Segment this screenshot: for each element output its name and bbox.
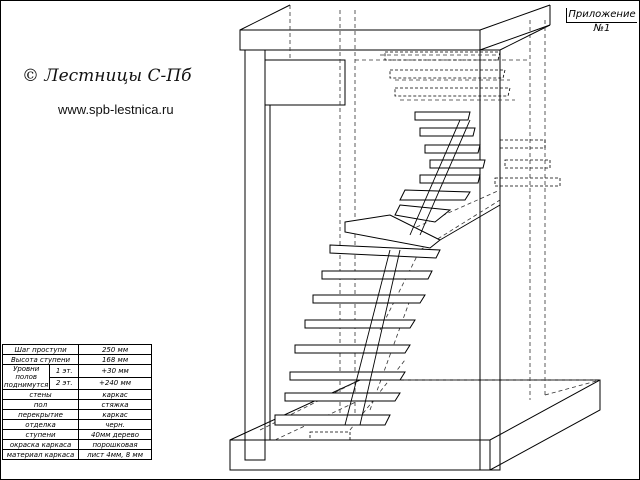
- spec-floor: 1 эт.: [49, 364, 80, 378]
- back-wall-frame: [239, 29, 481, 51]
- spec-label: Высота ступени: [1, 354, 80, 365]
- spec-value: +240 мм: [78, 376, 152, 390]
- spec-row-walls: стены каркас: [1, 389, 152, 400]
- spec-floor: 2 эт.: [49, 376, 80, 390]
- website-url: www.spb-lestnica.ru: [58, 102, 174, 117]
- spec-label: материал каркаса: [1, 449, 80, 460]
- spec-value: каркас: [78, 409, 152, 420]
- tread-9-winder: [344, 214, 441, 249]
- spec-value: каркас: [78, 389, 152, 400]
- spec-label: перекрытие: [1, 409, 80, 420]
- spec-row-steps: ступени 40мм дерево: [1, 429, 152, 440]
- upper-beam: [264, 59, 346, 106]
- tread-2: [284, 392, 401, 402]
- tread-11: [399, 189, 471, 201]
- tread-10: [394, 204, 452, 223]
- spec-row-floors: пол стяжка: [1, 399, 152, 410]
- spec-label: пол: [1, 399, 80, 410]
- spec-row-riser: Высота ступени 168 мм: [1, 354, 152, 365]
- spec-row-frame-material: материал каркаса лист 4мм, 8 мм: [1, 449, 152, 460]
- right-post: [479, 49, 501, 471]
- spec-table: Шаг проступи 250 мм Высота ступени 168 м…: [1, 344, 152, 460]
- lower-stringer: [344, 249, 391, 426]
- tread-13: [429, 159, 486, 169]
- spec-label: Шаг проступи: [1, 344, 80, 355]
- spec-row-ceiling: перекрытие каркас: [1, 409, 152, 420]
- spec-label: ступени: [1, 429, 80, 440]
- floor-slab-top: [230, 379, 601, 441]
- tread-16: [414, 111, 471, 121]
- spec-value: +30 мм: [78, 364, 152, 378]
- spec-value: черн.: [78, 419, 152, 430]
- tread-4: [294, 344, 411, 354]
- spec-row-frame-paint: окраска каркаса порошковая: [1, 439, 152, 450]
- brand-watermark: © Лестницы С-Пб: [22, 66, 192, 86]
- spec-value: лист 4мм, 8 мм: [78, 449, 152, 460]
- spec-value: 40мм дерево: [78, 429, 152, 440]
- spec-row-finish: отделка черн.: [1, 419, 152, 430]
- tread-15: [419, 127, 476, 137]
- tread-6: [312, 294, 426, 304]
- tread-1: [274, 414, 391, 426]
- spec-label: окраска каркаса: [1, 439, 80, 450]
- tread-5: [304, 319, 416, 329]
- spec-label: стены: [1, 389, 80, 400]
- appendix-label: Приложение №1: [566, 8, 637, 34]
- spec-row-stride: Шаг проступи 250 мм: [1, 344, 152, 355]
- spec-value: 250 мм: [78, 344, 152, 355]
- tread-12: [419, 174, 481, 184]
- tread-8: [329, 244, 441, 259]
- left-post: [244, 49, 266, 461]
- upper-stringer: [409, 119, 461, 236]
- tread-14: [424, 144, 481, 154]
- spec-value: стяжка: [78, 399, 152, 410]
- tread-3: [289, 371, 406, 381]
- tread-7: [321, 270, 433, 280]
- spec-label: отделка: [1, 419, 80, 430]
- spec-value: порошковая: [78, 439, 152, 450]
- spec-row-floor-1: Уровни полов поднимутся 1 эт. +30 мм: [1, 364, 152, 390]
- spec-value: 168 мм: [78, 354, 152, 365]
- spec-label: Уровни полов поднимутся: [1, 364, 51, 390]
